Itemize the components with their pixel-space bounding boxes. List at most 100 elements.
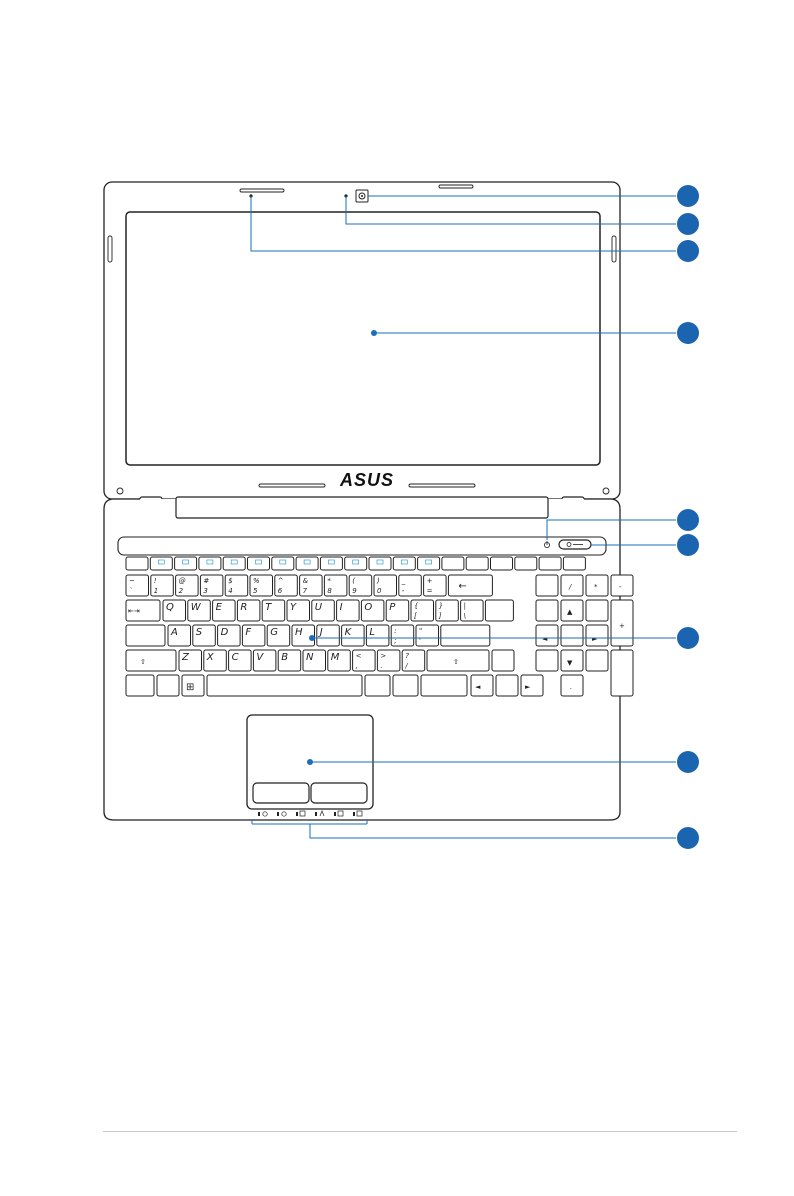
numlock-key[interactable] [535, 574, 559, 597]
key-6[interactable] [274, 574, 298, 597]
function-key-15[interactable] [465, 556, 489, 571]
numpad-star-key[interactable] [585, 574, 609, 597]
function-key-6[interactable] [247, 556, 270, 571]
key-k[interactable] [341, 624, 365, 647]
key-4[interactable] [224, 574, 249, 597]
key-i[interactable] [336, 599, 360, 622]
numpad-6-key[interactable] [585, 624, 609, 647]
key-bracket-1[interactable] [435, 599, 459, 622]
arrow-left-key[interactable] [470, 674, 494, 697]
numpad-9-key[interactable] [585, 599, 609, 622]
key-l[interactable] [365, 624, 390, 647]
fn-key[interactable] [156, 674, 180, 697]
key-10[interactable] [373, 574, 397, 597]
key-8[interactable] [323, 574, 348, 597]
key-t[interactable] [261, 599, 286, 622]
touchpad-left-button[interactable] [252, 782, 310, 804]
key-d[interactable] [217, 624, 241, 647]
key-y[interactable] [286, 599, 310, 622]
function-key-16[interactable] [490, 556, 513, 571]
key-z[interactable] [178, 649, 202, 672]
numpad-plus-key[interactable] [610, 599, 634, 647]
function-key-9[interactable] [319, 556, 343, 571]
numpad-4-key[interactable] [535, 624, 559, 647]
key-h[interactable] [291, 624, 315, 647]
function-key-12[interactable] [392, 556, 416, 571]
tab-key[interactable] [125, 599, 161, 622]
key-x[interactable] [203, 649, 227, 672]
key-n[interactable] [302, 649, 326, 672]
function-key-2[interactable] [149, 556, 173, 571]
function-key-17[interactable] [514, 556, 538, 571]
key-2[interactable] [175, 574, 199, 597]
function-key-4[interactable] [198, 556, 222, 571]
key-a[interactable] [167, 624, 191, 647]
key-w[interactable] [187, 599, 211, 622]
key-m[interactable] [327, 649, 351, 672]
function-key-8[interactable] [295, 556, 319, 571]
backspace-key[interactable] [447, 574, 493, 597]
key-bracket-2[interactable] [460, 599, 484, 622]
numpad-7-key[interactable] [535, 599, 559, 622]
function-key-18[interactable] [538, 556, 562, 571]
function-key-10[interactable] [344, 556, 368, 571]
key-r[interactable] [236, 599, 261, 622]
key-b[interactable] [277, 649, 302, 672]
key-5[interactable] [249, 574, 273, 597]
key-3[interactable] [199, 574, 224, 597]
function-key-3[interactable] [174, 556, 198, 571]
key-0[interactable] [125, 574, 149, 597]
key-9[interactable] [348, 574, 373, 597]
key-o[interactable] [360, 599, 385, 622]
arrow-down-key[interactable] [495, 674, 519, 697]
spacebar-key[interactable] [206, 674, 363, 697]
alt-key[interactable] [364, 674, 391, 697]
key-backslash-wide[interactable] [484, 599, 514, 622]
key-punct-4[interactable] [401, 649, 426, 672]
key-1[interactable] [150, 574, 174, 597]
menu-key[interactable] [392, 674, 419, 697]
function-key-13[interactable] [417, 556, 441, 571]
capslock-key[interactable] [125, 624, 166, 647]
numpad-1-key[interactable] [535, 649, 559, 672]
key-11[interactable] [398, 574, 422, 597]
numpad-enter-key[interactable] [610, 649, 634, 697]
numpad-2-key[interactable] [560, 649, 584, 672]
ctrl-key[interactable] [125, 674, 155, 697]
key-q[interactable] [162, 599, 186, 622]
numpad-slash-key[interactable] [560, 574, 584, 597]
windows-key[interactable] [181, 674, 205, 697]
arrow-right-key[interactable] [520, 674, 544, 697]
numpad-5-key[interactable] [560, 624, 584, 647]
function-key-19[interactable] [562, 556, 586, 571]
key-f[interactable] [241, 624, 266, 647]
key-v[interactable] [252, 649, 277, 672]
key-12[interactable] [423, 574, 447, 597]
power-button[interactable] [558, 539, 592, 550]
function-key-5[interactable] [222, 556, 246, 571]
key-bracket-0[interactable] [410, 599, 434, 622]
key-p[interactable] [385, 599, 410, 622]
key-punct-3[interactable] [376, 649, 401, 672]
numpad-minus-key[interactable] [610, 574, 634, 597]
touchpad-right-button[interactable] [310, 782, 368, 804]
function-key-1[interactable] [125, 556, 149, 571]
function-key-11[interactable] [368, 556, 392, 571]
left-shift-key[interactable] [125, 649, 177, 672]
key-punct-2[interactable] [352, 649, 376, 672]
key-e[interactable] [212, 599, 236, 622]
key-g[interactable] [266, 624, 291, 647]
key-c[interactable] [228, 649, 252, 672]
numpad-8-key[interactable] [560, 599, 584, 622]
numpad-dot-key[interactable] [560, 674, 584, 697]
key-j[interactable] [316, 624, 340, 647]
function-key-7[interactable] [271, 556, 295, 571]
key-punct-1[interactable] [415, 624, 439, 647]
right-shift-key[interactable] [426, 649, 490, 672]
key-punct-0[interactable] [390, 624, 415, 647]
right-ctrl-key[interactable] [420, 674, 468, 697]
key-fn-circle[interactable] [491, 649, 515, 672]
function-key-14[interactable] [441, 556, 465, 571]
enter-key[interactable] [440, 624, 491, 647]
key-7[interactable] [299, 574, 323, 597]
